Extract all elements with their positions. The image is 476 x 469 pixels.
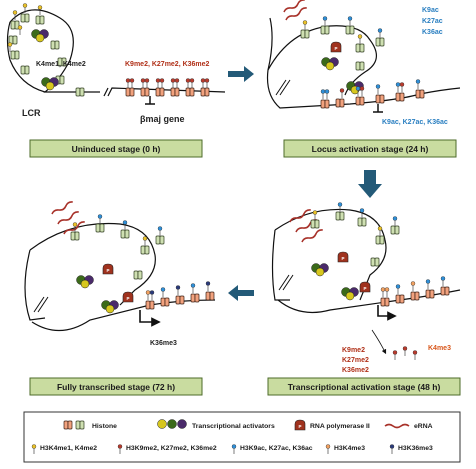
legend-k36me3: H3K36me3 (398, 445, 433, 452)
p2-k27ac-top: K27ac (422, 18, 443, 25)
p3-k27me2: K27me2 (342, 357, 369, 364)
p1-k4-label: K4me1, K4me2 (36, 61, 86, 68)
legend-activator-icon (157, 419, 187, 429)
legend-k4me12: H3K4me1, K4me2 (40, 445, 97, 452)
p2-k9ac-top: K9ac (422, 7, 439, 14)
p1-me2-label: K9me2, K27me2, K36me2 (125, 61, 210, 68)
panel-uninduced: K4me1, K4me2 K9me2, K27me2, K36me2 LCR β… (6, 3, 226, 124)
panel-locus-caption: Locus activation stage (24 h) (283, 139, 457, 158)
caption-uninduced: Uninduced stage (0 h) (72, 144, 161, 154)
arrow-down (358, 170, 382, 198)
panel-locus-activation: K9ac K27ac K36ac K9ac, K27ac, K36ac (266, 0, 461, 126)
panel-transcriptional: K9me2 K27me2 K36me2 K4me3 (271, 202, 461, 374)
caption-fully: Fully transcribed stage (72 h) (57, 382, 175, 392)
legend-k4me3: H3K4me3 (334, 445, 365, 452)
gene-label: βmaj gene (140, 114, 185, 124)
p2-k36ac-top: K36ac (422, 29, 443, 36)
p2-ac-bottom: K9ac, K27ac, K36ac (382, 119, 448, 126)
legend-ac: H3K9ac, K27ac, K36ac (240, 445, 313, 452)
caption-locus: Locus activation stage (24 h) (312, 144, 429, 154)
panel-fully-transcribed: K36me3 (24, 199, 216, 347)
legend: Histone Transcriptional activators RNA p… (23, 411, 461, 463)
legend-histone: Histone (92, 423, 117, 430)
p3-k9me2: K9me2 (342, 347, 365, 354)
legend-me2: H3K9me2, K27me2, K36me2 (126, 445, 217, 452)
panel-fully-caption: Fully transcribed stage (72 h) (29, 377, 203, 396)
legend-polii: RNA polymerase II (310, 423, 370, 430)
arrow-left (228, 285, 254, 301)
p3-k36me2: K36me2 (342, 367, 369, 374)
p3-k4me3: K4me3 (428, 345, 451, 352)
panel-uninduced-caption: Uninduced stage (0 h) (29, 139, 203, 158)
caption-transcriptional: Transcriptional activation stage (48 h) (288, 382, 441, 392)
arrow-right (228, 66, 254, 82)
panel-transcriptional-caption: Transcriptional activation stage (48 h) (267, 377, 461, 396)
p4-k36me3: K36me3 (150, 340, 177, 347)
legend-erna: eRNA (414, 423, 433, 430)
lcr-label: LCR (22, 108, 41, 118)
legend-activators: Transcriptional activators (192, 423, 275, 430)
